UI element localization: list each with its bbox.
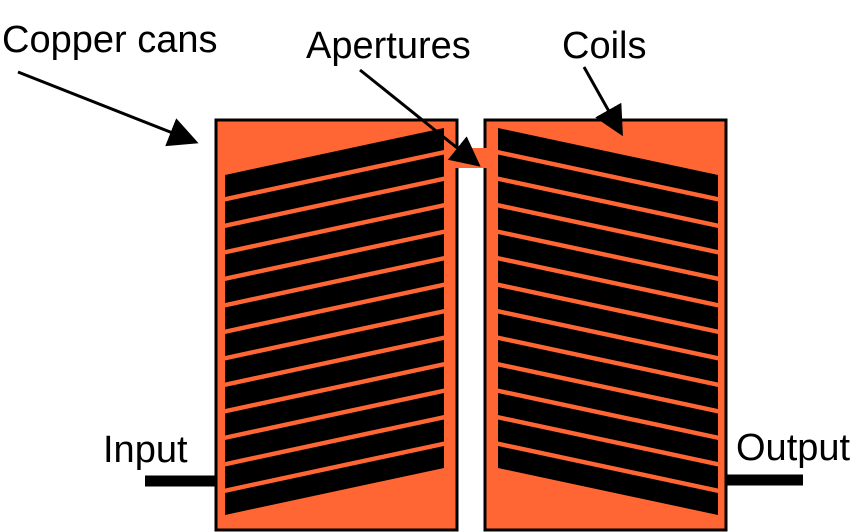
apertures-label: Apertures: [306, 25, 471, 67]
left-coil-turn: [225, 313, 444, 383]
left-coil-turn: [225, 340, 444, 409]
left-coil-turn: [225, 234, 444, 303]
left-coil-turn: [225, 260, 444, 330]
right-coil-turn: [498, 287, 718, 356]
left-coil-turn: [225, 287, 444, 356]
right-coil-turn: [498, 366, 718, 436]
right-coil-turn: [498, 154, 718, 224]
right-coil-turn: [498, 207, 718, 277]
copper-cans-label: Copper cans: [2, 19, 217, 61]
output-label: Output: [736, 427, 851, 469]
right-coil-turn: [498, 313, 718, 383]
copper-cans-arrow: [17, 70, 199, 147]
right-coil-turn: [498, 260, 718, 330]
right-coil-turn: [498, 128, 718, 197]
right-coil-turn: [498, 393, 718, 462]
apertures-arrow: [359, 68, 481, 167]
left-coil-turn: [225, 154, 444, 224]
left-coil-turn: [225, 366, 444, 436]
left-coil-turn: [225, 207, 444, 277]
coils-label: Coils: [562, 25, 646, 67]
right-coil-turn: [498, 419, 718, 489]
left-coil-turn: [225, 393, 444, 462]
left-coil-turn: [225, 128, 444, 197]
left-coil-turn: [225, 446, 444, 515]
right-coil-turn: [498, 234, 718, 303]
input-label: Input: [103, 429, 188, 471]
left-coil-turn: [225, 419, 444, 489]
right-coil: [498, 128, 718, 515]
left-coil-turn: [225, 181, 444, 250]
left-coil: [225, 128, 444, 515]
coils-arrow: [582, 66, 623, 137]
right-coil-turn: [498, 181, 718, 250]
right-coil-turn: [498, 446, 718, 515]
right-coil-turn: [498, 340, 718, 409]
